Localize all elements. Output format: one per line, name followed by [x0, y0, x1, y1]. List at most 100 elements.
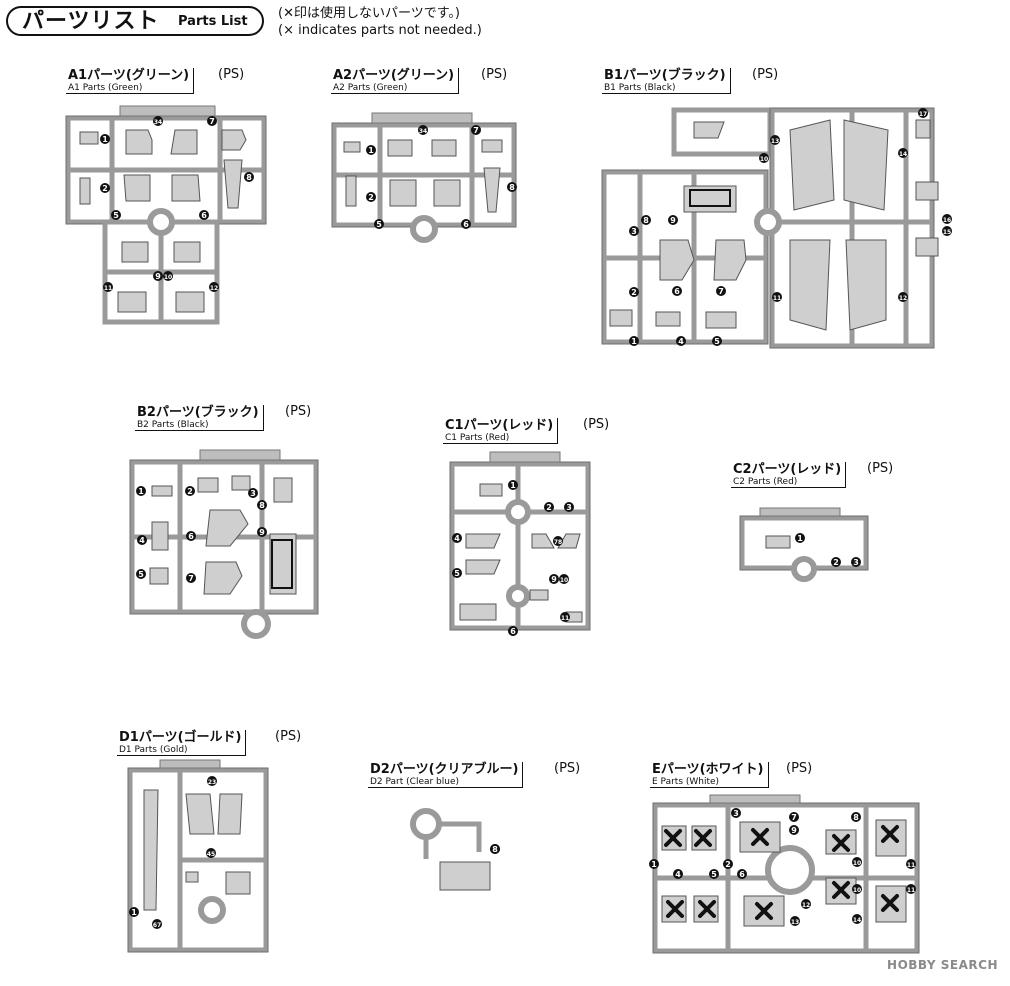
part-badge-text: 78	[554, 539, 562, 546]
runner-b1	[601, 107, 939, 349]
part-number-b1-1: 1	[629, 336, 639, 346]
part-number-c1-78: 78	[553, 536, 563, 546]
title-jp: パーツリスト	[22, 9, 160, 34]
runner-d1	[127, 759, 269, 953]
part-badge-text: 6	[463, 220, 469, 229]
part-number-e-14: 14	[852, 914, 862, 924]
not-needed-cross-mark	[881, 894, 899, 912]
part-badge-text: 2	[631, 288, 637, 297]
part-number-a1-8: 8	[244, 172, 254, 182]
part-badge-circle	[737, 869, 747, 879]
part-number-a1-11: 11	[103, 282, 113, 292]
part-number-b1-13: 13	[770, 135, 780, 145]
part-number-c1-3: 3	[564, 502, 574, 512]
part-badge-circle	[731, 808, 741, 818]
part-badge-circle	[629, 336, 639, 346]
part-badge-text: 5	[113, 211, 119, 220]
runner-b2	[129, 449, 319, 639]
part-badge-text: 1	[510, 481, 516, 490]
part-number-b1-2: 2	[629, 287, 639, 297]
part-badge-text: 34	[154, 119, 162, 126]
part-number-a2-8: 8	[507, 182, 517, 192]
part-badge-circle	[553, 536, 563, 546]
part-number-e-10: 10	[852, 884, 862, 894]
part-badge-circle	[100, 183, 110, 193]
part-badge-circle	[244, 172, 254, 182]
part-badge-circle	[560, 612, 570, 622]
part-number-e-3: 3	[731, 808, 741, 818]
part-badge-circle	[772, 292, 782, 302]
part-number-b1-8: 8	[641, 215, 651, 225]
part-number-c1-11: 11	[560, 612, 570, 622]
part-number-a2-6: 6	[461, 219, 471, 229]
part-number-b2-5: 5	[136, 569, 146, 579]
part-badge-circle	[942, 214, 952, 224]
not-needed-marks	[664, 825, 899, 920]
not-needed-cross-mark	[832, 834, 850, 852]
part-number-d1-67: 67	[152, 919, 162, 929]
part-badge-text: 17	[919, 111, 927, 118]
part-badge-circle	[374, 219, 384, 229]
part-badge-circle	[898, 292, 908, 302]
part-badge-circle	[186, 531, 196, 541]
part-number-a1-7: 7	[207, 116, 217, 126]
sheet-label-c2: C2パーツ(レッド)C2 Parts (Red) (PS)	[731, 461, 894, 488]
part-badge-text: 5	[714, 337, 720, 346]
part-badge-text: 1	[131, 908, 137, 917]
unused-parts-note: (✕印は使用しないパーツです。) (× indicates parts not …	[278, 5, 482, 39]
part-badge-circle	[801, 899, 811, 909]
not-needed-cross-mark	[664, 829, 682, 847]
part-badge-text: 12	[210, 285, 218, 292]
runner-c2	[739, 507, 869, 582]
part-number-c1-6: 6	[508, 626, 518, 636]
part-badge-text: 2	[102, 184, 108, 193]
part-badge-circle	[629, 226, 639, 236]
part-number-a1-34: 34	[153, 116, 163, 126]
runner-a2	[331, 112, 517, 243]
part-badge-circle	[257, 500, 267, 510]
part-badge-circle	[163, 271, 173, 281]
part-badge-circle	[418, 125, 428, 135]
part-number-a2-5: 5	[374, 219, 384, 229]
part-number-b2-7: 7	[186, 573, 196, 583]
part-badge-text: 15	[943, 229, 951, 236]
part-badge-circle	[257, 527, 267, 537]
part-badge-text: 34	[419, 128, 427, 135]
part-badge-circle	[831, 557, 841, 567]
part-number-b1-4: 4	[676, 336, 686, 346]
part-number-a2-1: 1	[366, 145, 376, 155]
part-badge-text: 5	[138, 570, 144, 579]
part-badge-circle	[790, 916, 800, 926]
part-badge-circle	[490, 844, 500, 854]
runner-c1	[449, 451, 591, 631]
part-badge-text: 4	[678, 337, 684, 346]
sheet-label-b1: B1パーツ(ブラック)B1 Parts (Black) (PS)	[602, 67, 779, 94]
part-badge-text: 12	[802, 902, 810, 909]
part-number-b1-11: 11	[772, 292, 782, 302]
not-needed-cross-mark	[881, 825, 899, 843]
part-badge-text: 1	[368, 146, 374, 155]
part-badge-circle	[508, 626, 518, 636]
part-badge-circle	[629, 287, 639, 297]
part-badge-text: 10	[853, 860, 861, 867]
part-badge-text: 11	[907, 862, 915, 869]
note-en: (× indicates parts not needed.)	[278, 23, 482, 38]
part-badge-circle	[549, 574, 559, 584]
part-badge-circle	[673, 869, 683, 879]
part-badge-text: 1	[138, 487, 144, 496]
part-badge-circle	[559, 574, 569, 584]
part-badge-circle	[185, 486, 195, 496]
part-number-c2-1: 1	[795, 533, 805, 543]
part-badge-circle	[770, 135, 780, 145]
part-number-a1-1: 1	[100, 134, 110, 144]
part-number-b1-15: 15	[942, 226, 952, 236]
part-number-d1-45: 45	[206, 848, 216, 858]
part-badge-text: 2	[833, 558, 839, 567]
sheet-label-a1: A1パーツ(グリーン)A1 Parts (Green) (PS)	[66, 67, 245, 94]
part-badge-circle	[906, 884, 916, 894]
part-badge-circle	[111, 210, 121, 220]
part-number-e-12: 12	[801, 899, 811, 909]
part-badge-text: 8	[492, 845, 498, 854]
